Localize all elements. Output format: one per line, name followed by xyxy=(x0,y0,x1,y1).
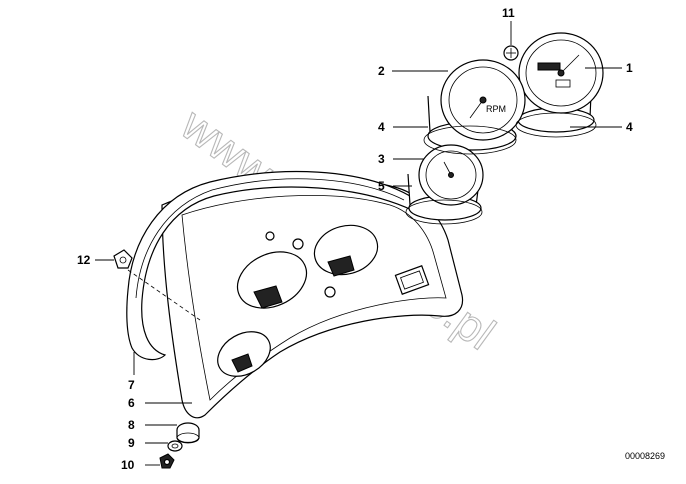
callout-4b: 4 xyxy=(626,120,633,134)
rubber-mount-8 xyxy=(176,422,200,444)
callout-1: 1 xyxy=(626,61,633,75)
nut-10 xyxy=(159,453,175,469)
callout-9: 9 xyxy=(128,436,135,450)
rubber-ring-4b xyxy=(423,125,517,155)
callout-3: 3 xyxy=(378,152,385,166)
instrument-panel-cover xyxy=(161,177,464,419)
washer-9 xyxy=(167,440,183,452)
callout-11: 11 xyxy=(502,6,515,20)
callout-2: 2 xyxy=(378,64,385,78)
screw-11 xyxy=(503,45,519,61)
callout-8: 8 xyxy=(128,418,135,432)
callout-5: 5 xyxy=(378,179,385,193)
callout-6: 6 xyxy=(128,396,135,410)
callout-12: 12 xyxy=(77,253,91,267)
small-gauge xyxy=(407,144,484,221)
callout-4a: 4 xyxy=(378,120,385,134)
tachometer-gauge: RPM xyxy=(427,59,526,151)
opening-lower-icon xyxy=(217,331,271,377)
trim-strip xyxy=(126,170,420,361)
leader-lines xyxy=(95,21,622,466)
nut-12 xyxy=(113,249,133,269)
rubber-ring-5 xyxy=(405,199,483,225)
reference-code: 00008269 xyxy=(625,451,665,461)
rubber-ring-4a xyxy=(515,112,597,138)
callout-7: 7 xyxy=(128,378,135,392)
speedometer-gauge xyxy=(517,32,604,133)
callout-10: 10 xyxy=(121,458,135,472)
svg-text:RPM: RPM xyxy=(486,104,506,114)
